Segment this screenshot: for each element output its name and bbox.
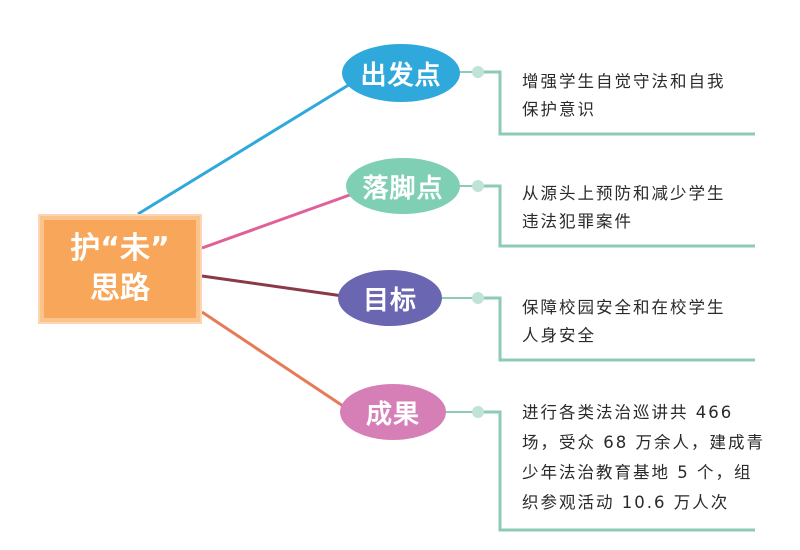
- desc-line: 人身安全: [522, 326, 596, 345]
- connector-branch-4: [201, 310, 353, 414]
- branch-desc-4: 进行各类法治巡讲共 466 场，受众 68 万余人，建成青 少年法治教育基地 5…: [522, 398, 765, 518]
- connector-branch-3: [201, 274, 351, 299]
- bracket-2: [478, 184, 755, 248]
- branch-desc-3: 保障校园安全和在校学生 人身安全: [522, 294, 726, 350]
- branch-bubble-3: 目标: [338, 270, 442, 326]
- desc-line: 从源头上预防和减少学生: [522, 184, 726, 203]
- desc-line: 场，受众 68 万余人，建成青: [522, 433, 765, 452]
- bracket-3: [478, 296, 755, 362]
- bracket-4: [478, 410, 755, 532]
- desc-line: 保障校园安全和在校学生: [522, 298, 726, 317]
- connector-branch-2: [201, 190, 359, 250]
- dot-2: [472, 180, 484, 192]
- desc-line: 保护意识: [522, 100, 596, 119]
- bracket-1: [478, 70, 755, 136]
- branch-bubble-4: 成果: [340, 384, 446, 440]
- connector-branch-1: [137, 76, 361, 216]
- branch-desc-1: 增强学生自觉守法和自我 保护意识: [522, 68, 726, 124]
- root-title-line1: 护“未”: [70, 231, 170, 266]
- branch-label-1: 出发点: [360, 60, 442, 91]
- root-title-line2: 思路: [90, 271, 150, 306]
- branch-label-4: 成果: [365, 399, 420, 430]
- root-node: 护“未” 思路: [38, 214, 202, 324]
- dot-4: [472, 406, 484, 418]
- branch-desc-2: 从源头上预防和减少学生 违法犯罪案件: [522, 180, 726, 236]
- branch-label-2: 落脚点: [362, 173, 444, 204]
- branch-bubble-1: 出发点: [342, 44, 460, 102]
- branch-bubble-2: 落脚点: [346, 158, 460, 214]
- desc-line: 增强学生自觉守法和自我: [522, 72, 726, 91]
- branch-label-3: 目标: [362, 285, 417, 316]
- desc-line: 织参观活动 10.6 万人次: [522, 493, 730, 512]
- dot-3: [472, 292, 484, 304]
- desc-line: 进行各类法治巡讲共 466: [522, 403, 734, 422]
- dot-1: [472, 66, 484, 78]
- desc-line: 违法犯罪案件: [522, 212, 633, 231]
- desc-line: 少年法治教育基地 5 个，组: [522, 463, 753, 482]
